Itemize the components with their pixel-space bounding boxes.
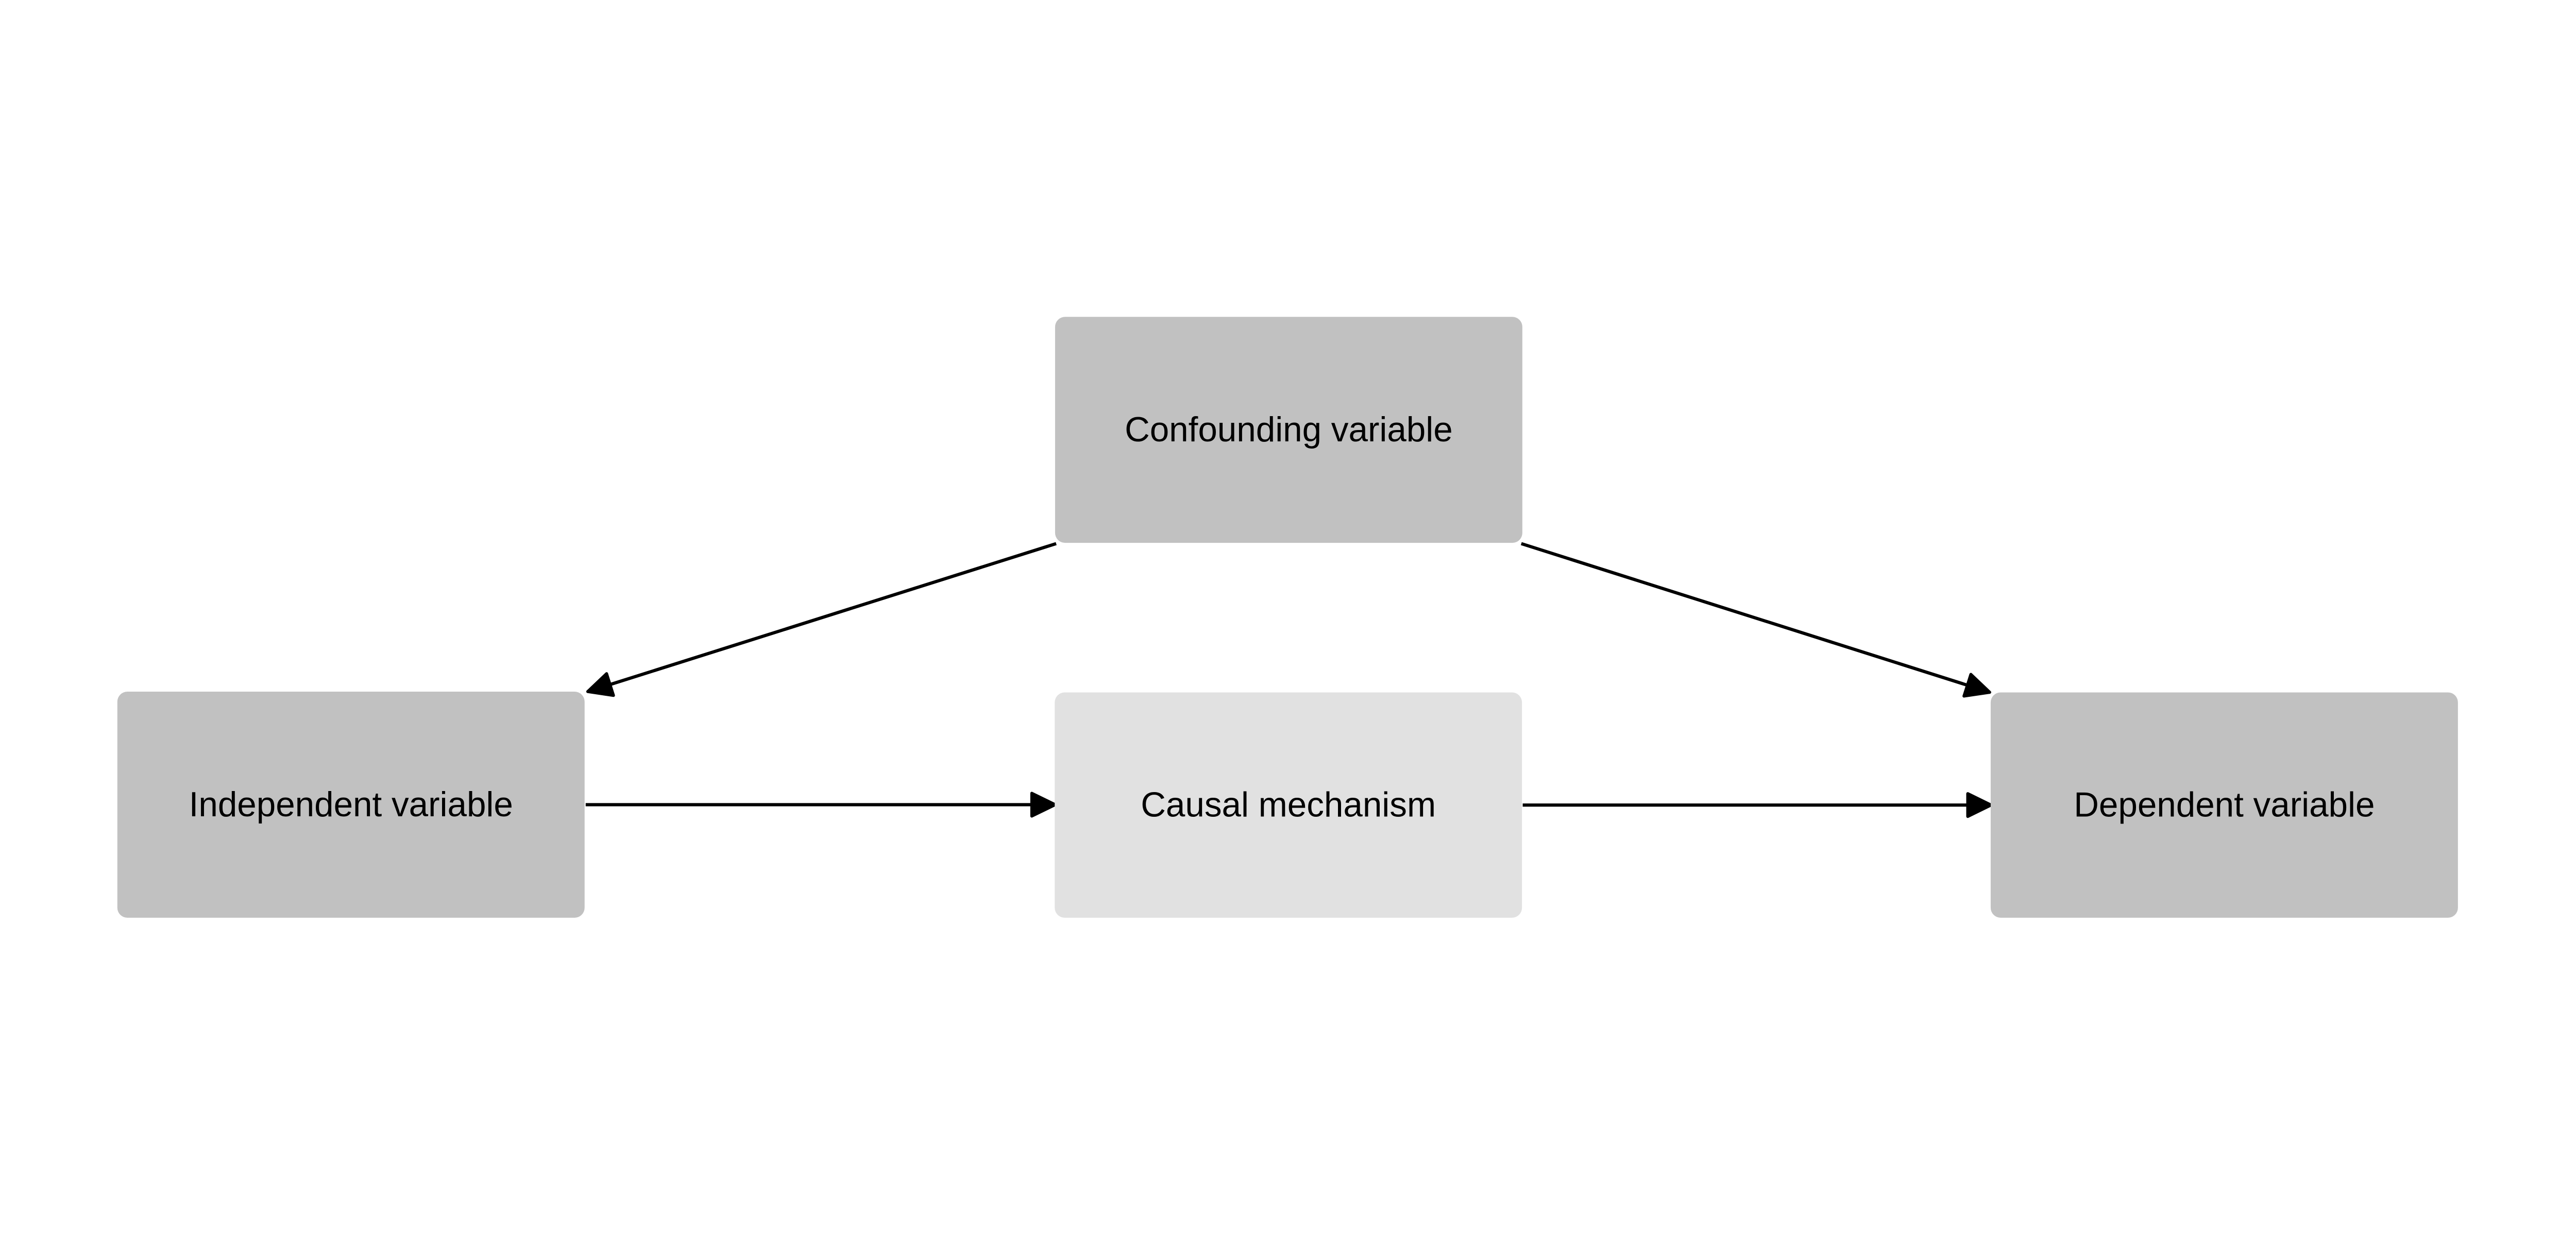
edge-confounding-to-dependent xyxy=(1520,542,1991,698)
node-box-dependent xyxy=(1990,692,2458,918)
node-independent-variable: Independent variable xyxy=(117,692,585,918)
node-confounding-variable: Confounding variable xyxy=(1055,317,1522,543)
node-dependent-variable: Dependent variable xyxy=(1990,692,2458,918)
node-label-independent: Independent variable xyxy=(189,785,513,824)
node-box-causal xyxy=(1055,692,1522,918)
node-label-dependent: Dependent variable xyxy=(2074,786,2375,825)
node-box-confounding xyxy=(1055,317,1522,543)
node-causal-mechanism: Causal mechanism xyxy=(1055,692,1522,918)
node-box-independent xyxy=(117,692,585,918)
node-label-causal: Causal mechanism xyxy=(1141,786,1436,825)
nodes: Confounding variable Independent variabl… xyxy=(117,317,2458,918)
edges xyxy=(585,542,1993,818)
node-label-confounding: Confounding variable xyxy=(1125,410,1453,449)
edge-confounding-to-independent xyxy=(586,542,1057,697)
